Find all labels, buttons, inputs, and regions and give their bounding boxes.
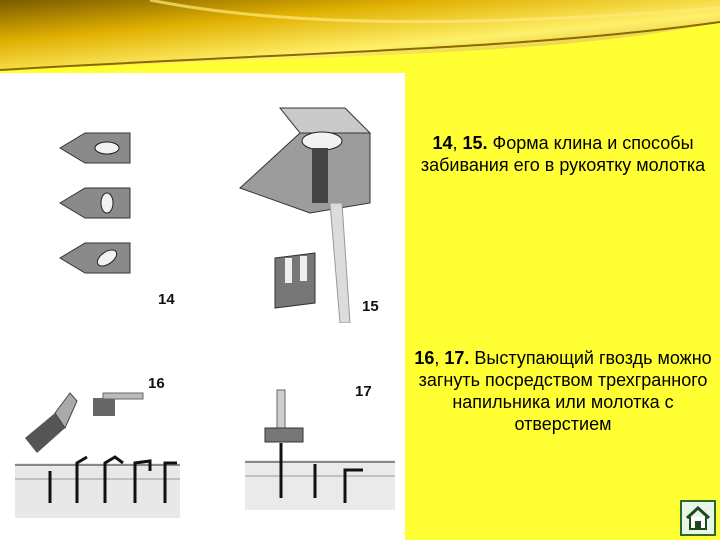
figure-label-17: 17 (355, 383, 372, 400)
figure-16-nail-bending (15, 392, 180, 518)
figure-label-16: 16 (148, 375, 165, 392)
figure-14-wedges (59, 132, 131, 274)
figure-label-14: 14 (158, 291, 175, 308)
home-icon[interactable] (680, 500, 716, 536)
illustration-panel: 14 15 16 (0, 73, 405, 540)
figure-15-hammer-head (239, 107, 372, 323)
figure-17-hammer-with-hole (245, 389, 395, 510)
caption-14-15: 14, 15. Форма клина и способы забивания … (420, 133, 706, 175)
figure-label-15: 15 (362, 298, 379, 315)
caption-16-17: 16, 17. Выступающий гвоздь можно загнуть… (414, 348, 712, 434)
header-banner (0, 0, 720, 75)
